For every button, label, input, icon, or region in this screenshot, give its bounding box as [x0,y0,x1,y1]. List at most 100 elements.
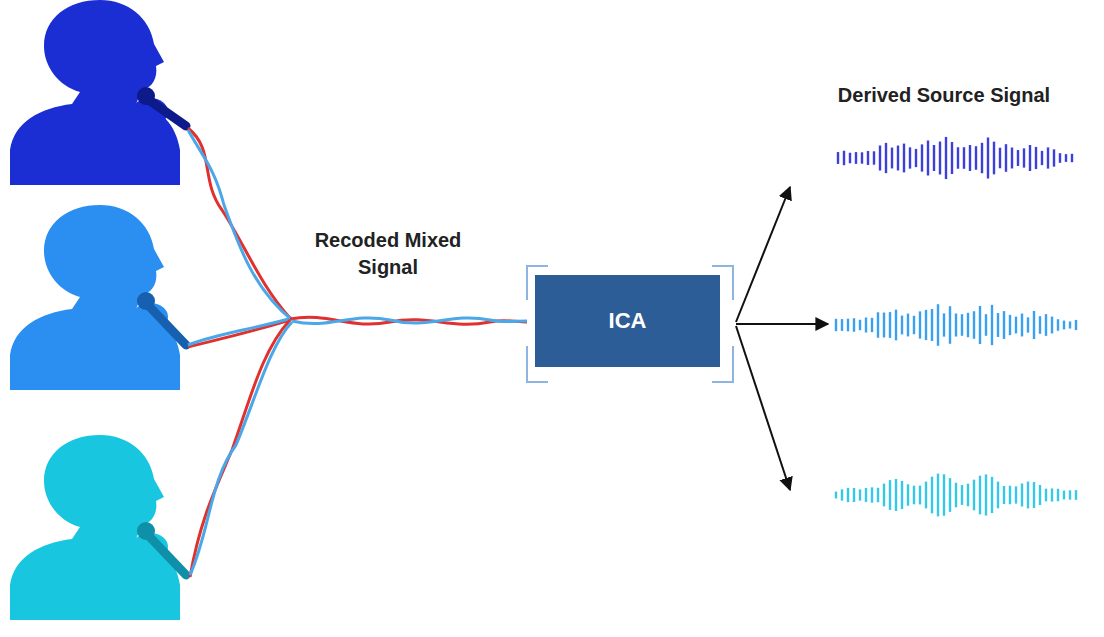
waveform-bar [987,137,989,178]
waveform-bar [1009,315,1011,335]
waveform-bar [943,474,945,516]
waveform-bar [991,477,993,513]
waveform-bar [915,149,917,167]
waveform-bar [967,313,969,337]
waveform-bar [1011,148,1013,169]
waveform-bar [949,478,951,512]
waveform-bar [949,306,951,344]
output-arrow [736,187,828,490]
waveform-bar [877,312,879,337]
waveform-bar [1071,154,1073,162]
waveform-bar [1021,484,1023,507]
waveform-bar [961,314,963,336]
waveform-bar [835,492,837,499]
waveform-bar [973,311,975,338]
waveform-bar [963,147,965,169]
waveform-bar [889,312,891,338]
waveform-bar [1041,151,1043,165]
waveform-bar [1063,491,1065,500]
waveform-bar [843,151,845,165]
waveform-bar [967,484,969,507]
waveform-bar [955,313,957,336]
waveform-bar [1017,150,1019,166]
waveform-bar [1063,321,1065,330]
waveform-bar [981,143,983,173]
waveform-bar [991,305,993,345]
waveform-bar [937,474,939,517]
waveform-bar [1075,490,1077,500]
waveform-bar [1045,489,1047,502]
waveform-bar [1033,311,1035,339]
waveform-bar [879,145,881,170]
waveform-bar [865,488,867,502]
waveform-bar [865,317,867,332]
waveform-bar [1051,488,1053,501]
waveform-bar [1069,321,1071,328]
waveform-bar [897,146,899,171]
waveform-bar [1057,319,1059,331]
singer-figure [10,205,186,390]
waveform-bar [1027,317,1029,332]
waveform-bar [925,482,927,509]
waveform-bar [1003,486,1005,504]
waveform-bar [907,314,909,337]
waveform-bar [847,319,849,332]
waveform-bar [943,313,945,336]
waveform-bar [895,310,897,341]
waveform-bar [889,480,891,510]
waveform-bar [919,311,921,338]
waveform-bar [1003,311,1005,339]
waveform-bar [973,480,975,511]
waveform-bar [931,477,933,514]
waveform-bar [1005,144,1007,172]
waveform-bar [913,316,915,334]
waveform-bar [841,489,843,500]
waveform-bar [979,476,981,515]
waveform-bar [1021,314,1023,337]
waveform-bar [975,146,977,170]
waveform-bar [861,152,863,163]
waveform-bar [849,153,851,164]
waveform-bar [909,147,911,168]
waveform-bar [859,489,861,500]
singer-figure [10,435,186,620]
waveform-bar [855,152,857,164]
waveform-bar [939,142,941,175]
waveform-bar [955,483,957,508]
waveform-bar [921,144,923,171]
waveform-bar [1045,314,1047,336]
waveform-bar [937,304,939,346]
waveform-bar [873,151,875,164]
waveform-bar [945,137,947,179]
waveform-bar [1015,486,1017,503]
waveform-bar [997,482,999,509]
waveform-bar [883,484,885,507]
waveform-bar [1057,489,1059,501]
waveform-bar [903,144,905,173]
waveform-bar [871,487,873,502]
waveform-bar [1027,482,1029,509]
waveform-bar [847,488,849,502]
box-label: ICA [609,308,647,334]
waveform-bar [1035,147,1037,169]
waveform-bar [985,474,987,515]
waveform-bar [1069,490,1071,499]
waveform [836,137,1076,516]
waveform-bar [933,145,935,171]
waveform-bar [885,143,887,173]
caption-label: Derived Source Signal [838,82,1050,109]
waveform-bar [1047,147,1049,168]
waveform-bar [1015,317,1017,334]
waveform-bar [1009,486,1011,504]
singer-figure [10,0,186,185]
waveform-bar [907,484,909,505]
waveform-bar [835,319,837,331]
waveform-bar [901,316,903,335]
waveform-bar [877,488,879,502]
waveform-bar [891,148,893,169]
frame-bracket [527,266,733,382]
waveform-bar [961,485,963,505]
waveform-bar [1051,317,1053,334]
waveform-bar [895,479,897,511]
waveform-bar [859,320,861,330]
